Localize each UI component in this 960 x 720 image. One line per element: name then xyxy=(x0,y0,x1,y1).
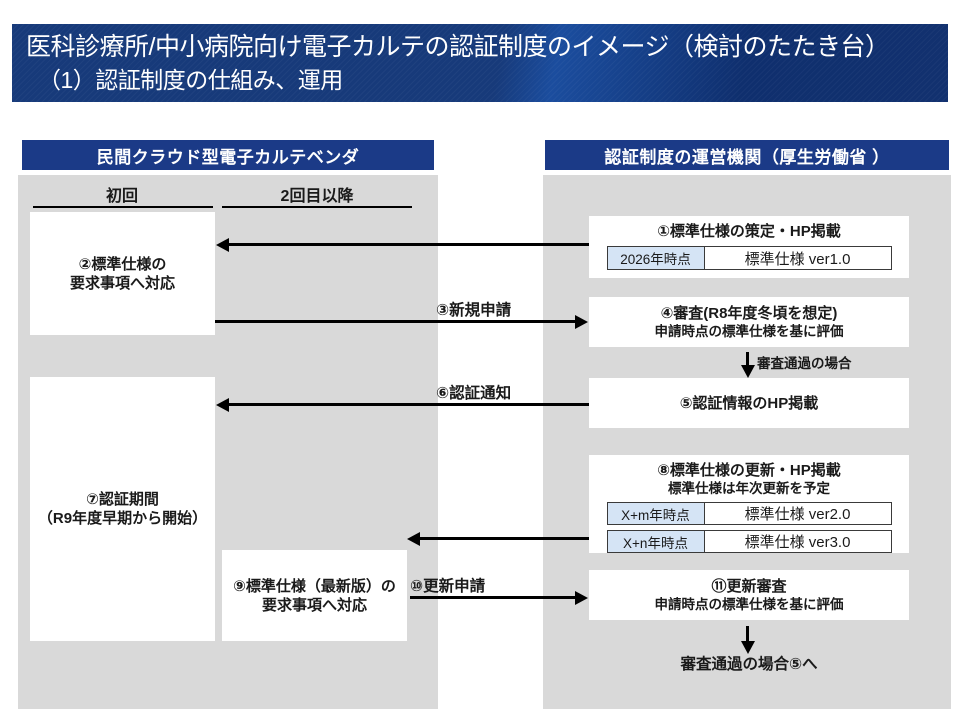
arrow-label-renewal-application: ⑩更新申請 xyxy=(410,578,486,595)
process-box-8-subtitle: 標準仕様は年次更新を予定 xyxy=(668,481,830,496)
spec-name: 標準仕様 ver2.0 xyxy=(704,503,891,524)
process-box-2-line1: ②標準仕様の xyxy=(78,255,167,273)
process-box-5-line1: ⑤認証情報のHP掲載 xyxy=(679,394,819,412)
process-box-4-line2: 申請時点の標準仕様を基に評価 xyxy=(654,324,844,339)
spec-date: X+n年時点 xyxy=(607,531,705,552)
process-box-2: ②標準仕様の 要求事項へ対応 xyxy=(30,212,215,335)
spec-name: 標準仕様 ver3.0 xyxy=(704,531,891,552)
process-box-1: ①標準仕様の策定・HP掲載 2026年時点 標準仕様 ver1.0 xyxy=(589,216,909,278)
spec-date: 2026年時点 xyxy=(607,247,705,269)
spec-row: X+n年時点 標準仕様 ver3.0 xyxy=(606,530,892,553)
process-box-4: ④審査(R8年度冬頃を想定) 申請時点の標準仕様を基に評価 xyxy=(589,297,909,347)
arrow-spec-publication-to-vendor xyxy=(216,237,589,252)
arrow-label-certification-notice: ⑥認証通知 xyxy=(436,385,512,402)
process-box-11-line1: ⑪更新審査 xyxy=(711,578,787,595)
process-box-4-line1: ④審査(R8年度冬頃を想定) xyxy=(660,305,838,322)
slide-title-line-1: 医科診療所/中小病院向け電子カルテの認証制度のイメージ（検討のたたき台） xyxy=(26,33,890,61)
arrow-certification-notice xyxy=(216,397,589,412)
spec-row: 2026年時点 標準仕様 ver1.0 xyxy=(606,246,892,270)
subcolumn-rule-first-time xyxy=(33,206,213,208)
arrow-label-new-application: ③新規申請 xyxy=(436,302,512,319)
arrow-review-to-publication xyxy=(740,352,755,378)
process-box-7-line1: ⑦認証期間 xyxy=(86,491,159,508)
note-review-passed: 審査通過の場合 xyxy=(757,356,852,371)
spec-date: X+m年時点 xyxy=(607,503,705,524)
slide-title-line-2: （1）認証制度の仕組み、運用 xyxy=(38,67,343,93)
subcolumn-label-subsequent: 2回目以降 xyxy=(280,188,354,205)
process-box-11-line2: 申請時点の標準仕様を基に評価 xyxy=(654,597,844,612)
process-box-9-line2: 要求事項へ対応 xyxy=(261,596,367,614)
process-box-2-line2: 要求事項へ対応 xyxy=(69,274,175,292)
arrow-spec-update-to-vendor xyxy=(407,531,589,546)
vendor-column-header: 民間クラウド型電子カルテベンダ xyxy=(22,140,434,170)
process-box-7: ⑦認証期間 （R9年度早期から開始） xyxy=(30,377,215,641)
subcolumn-rule-subsequent xyxy=(222,206,412,208)
process-box-9-line1: ⑨標準仕様（最新版）の xyxy=(233,577,396,595)
process-box-8-title: ⑧標準仕様の更新・HP掲載 xyxy=(657,462,841,479)
arrow-new-application xyxy=(215,314,588,329)
process-box-9: ⑨標準仕様（最新版）の 要求事項へ対応 xyxy=(222,550,407,641)
process-box-1-title: ①標準仕様の策定・HP掲載 xyxy=(657,223,841,240)
spec-row: X+m年時点 標準仕様 ver2.0 xyxy=(606,502,892,525)
process-box-8: ⑧標準仕様の更新・HP掲載 標準仕様は年次更新を予定 X+m年時点 標準仕様 v… xyxy=(589,455,909,553)
note-review-passed-goto-5: 審査通過の場合⑤へ xyxy=(680,656,818,673)
authority-column-header: 認証制度の運営機関（厚生労働省 ） xyxy=(545,140,949,170)
arrow-renewal-application xyxy=(410,590,588,605)
arrow-renewal-review-outcome xyxy=(740,626,755,654)
process-box-7-line2: （R9年度早期から開始） xyxy=(37,510,208,527)
spec-name: 標準仕様 ver1.0 xyxy=(704,247,891,269)
subcolumn-label-first-time: 初回 xyxy=(105,188,138,205)
process-box-5: ⑤認証情報のHP掲載 xyxy=(589,378,909,428)
process-box-11: ⑪更新審査 申請時点の標準仕様を基に評価 xyxy=(589,570,909,620)
slide-title-bar: 医科診療所/中小病院向け電子カルテの認証制度のイメージ（検討のたたき台） （1）… xyxy=(12,24,948,102)
